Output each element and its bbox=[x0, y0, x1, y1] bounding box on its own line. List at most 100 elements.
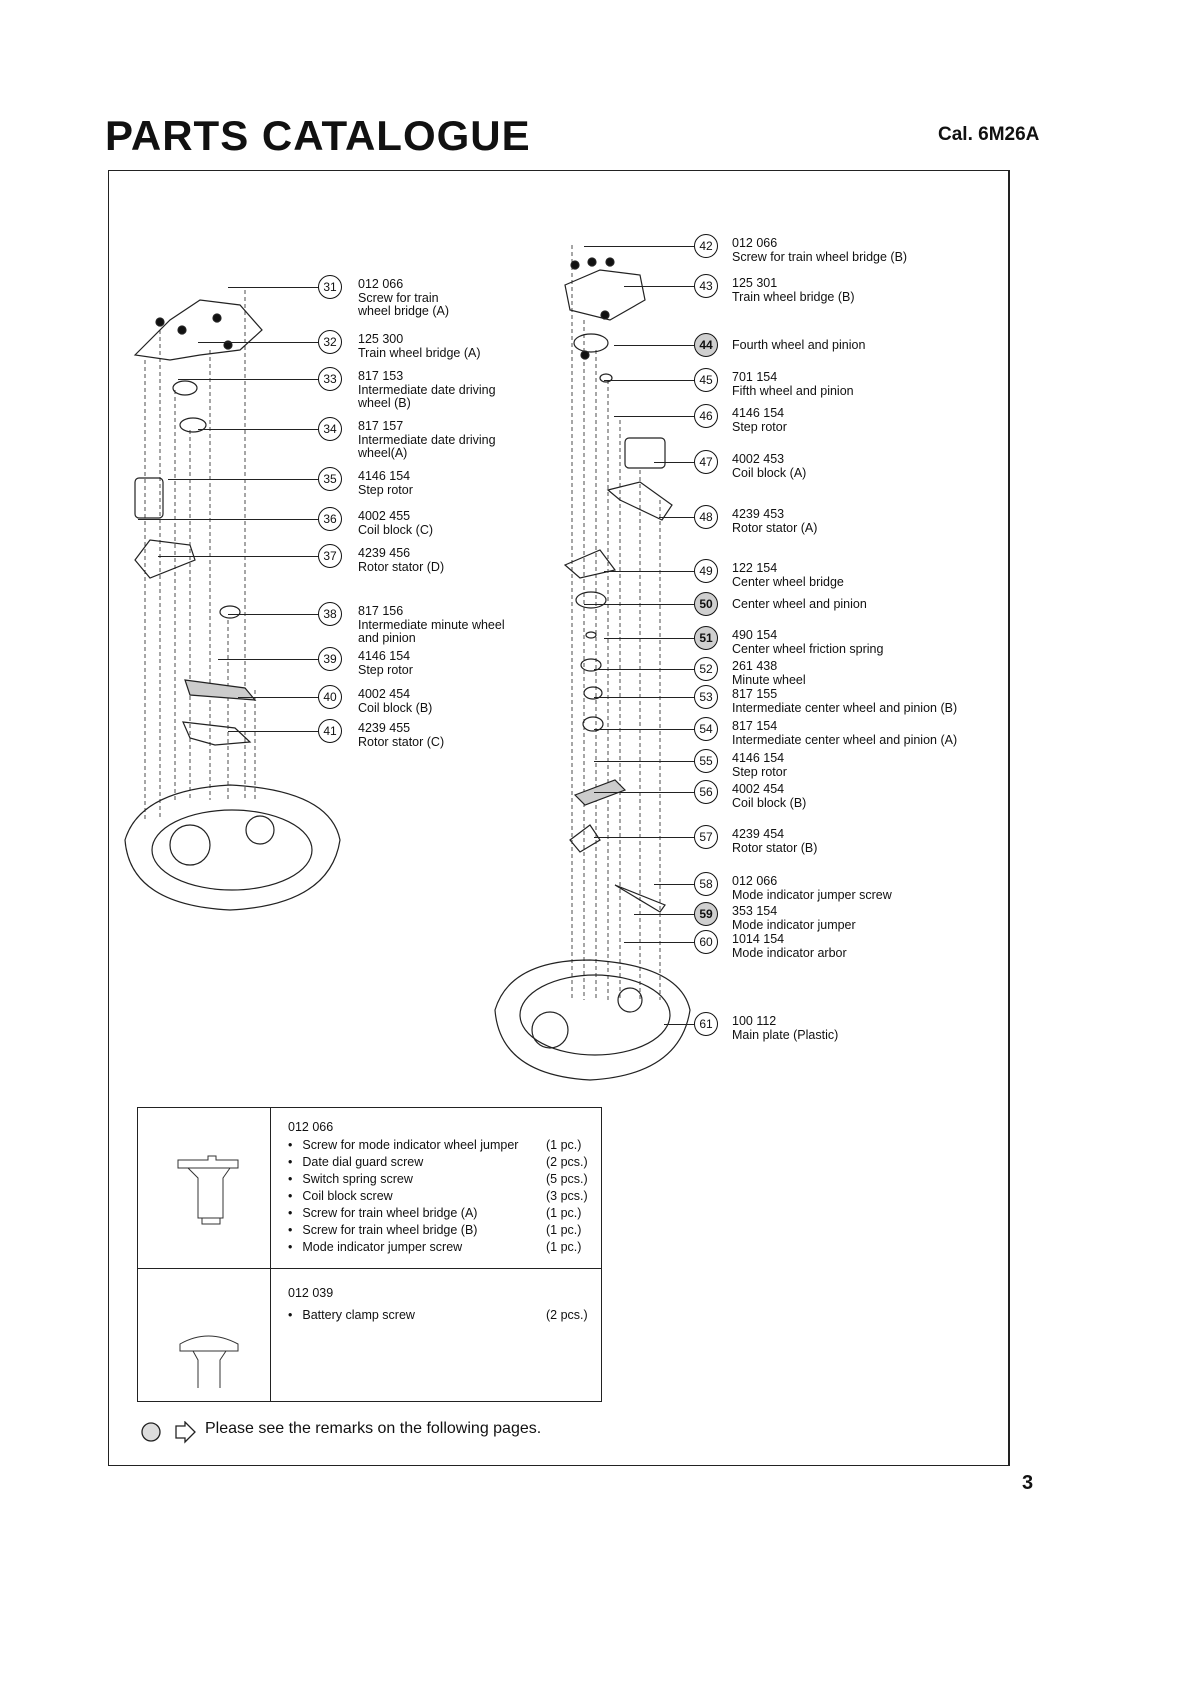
screw-usage: •Screw for train wheel bridge (B) bbox=[288, 1223, 477, 1237]
callout-number: 34 bbox=[318, 417, 342, 441]
leader-line bbox=[634, 914, 694, 915]
leader-line bbox=[614, 416, 694, 417]
usage-name: Switch spring screw bbox=[302, 1172, 413, 1186]
callout-number: 48 bbox=[694, 505, 718, 529]
part-name: Fourth wheel and pinion bbox=[732, 338, 866, 352]
callout-number: 55 bbox=[694, 749, 718, 773]
usage-name: Coil block screw bbox=[302, 1189, 393, 1203]
part-code: 817 156 bbox=[358, 604, 404, 618]
callout-number: 32 bbox=[318, 330, 342, 354]
callout-number: 38 bbox=[318, 602, 342, 626]
part-name: Coil block (B) bbox=[358, 700, 433, 715]
part-code: 012 066 bbox=[732, 236, 778, 250]
part-code: 4239 455 bbox=[358, 721, 411, 735]
usage-name: Date dial guard screw bbox=[302, 1155, 424, 1169]
part-name: Coil block (A) bbox=[732, 465, 807, 480]
calibre-label: Cal. 6M26A bbox=[938, 124, 1040, 145]
callout-number: 44 bbox=[694, 333, 718, 357]
callout-number: 31 bbox=[318, 275, 342, 299]
part-name: Coil block (C) bbox=[358, 522, 434, 537]
bullet: • bbox=[288, 1223, 293, 1237]
leader-line bbox=[594, 792, 694, 793]
part-name: Mode indicator arbor bbox=[732, 945, 847, 960]
part-code: 4239 456 bbox=[358, 546, 411, 560]
part-code: 4146 154 bbox=[358, 469, 411, 483]
leader-line bbox=[238, 697, 318, 698]
part-name: wheel bridge (A) bbox=[358, 304, 450, 318]
bullet: • bbox=[288, 1172, 293, 1186]
usage-quantity: (1 pc.) bbox=[546, 1223, 582, 1237]
bullet: • bbox=[288, 1240, 293, 1254]
part-code: 4239 454 bbox=[732, 827, 785, 841]
part-name: Intermediate date driving bbox=[358, 432, 496, 447]
remark-note: Please see the remarks on the following … bbox=[205, 1420, 542, 1437]
part-code: 4002 455 bbox=[358, 509, 411, 523]
callout-number: 57 bbox=[694, 825, 718, 849]
callout-number: 43 bbox=[694, 274, 718, 298]
part-name: Train wheel bridge (B) bbox=[732, 289, 855, 304]
usage-name: Battery clamp screw bbox=[302, 1308, 415, 1322]
callout-number: 51 bbox=[694, 626, 718, 650]
callout-number: 49 bbox=[694, 559, 718, 583]
part-code: 817 153 bbox=[358, 369, 404, 383]
screw-usage: •Mode indicator jumper screw bbox=[288, 1240, 462, 1254]
leader-line bbox=[218, 659, 318, 660]
usage-quantity: (2 pcs.) bbox=[546, 1308, 588, 1322]
part-code: 100 112 bbox=[732, 1014, 777, 1028]
part-name: Rotor stator (A) bbox=[732, 520, 818, 535]
bullet: • bbox=[288, 1189, 293, 1203]
screw-usage: •Screw for train wheel bridge (A) bbox=[288, 1206, 477, 1220]
remark-circle-icon bbox=[141, 1422, 161, 1442]
usage-name: Screw for mode indicator wheel jumper bbox=[302, 1138, 519, 1152]
leader-line bbox=[228, 614, 318, 615]
part-name: and pinion bbox=[358, 631, 416, 645]
part-name: Center wheel and pinion bbox=[732, 597, 867, 611]
part-name: Minute wheel bbox=[732, 672, 806, 687]
usage-quantity: (5 pcs.) bbox=[546, 1172, 588, 1186]
part-code: 125 300 bbox=[358, 332, 404, 346]
usage-quantity: (1 pc.) bbox=[546, 1240, 582, 1254]
part-code: 4002 453 bbox=[732, 452, 785, 466]
callout-number: 36 bbox=[318, 507, 342, 531]
screw-code: 012 066 bbox=[288, 1120, 334, 1134]
usage-quantity: (2 pcs.) bbox=[546, 1155, 588, 1169]
leader-line bbox=[594, 837, 694, 838]
screw-code: 012 039 bbox=[288, 1286, 334, 1300]
leader-line bbox=[178, 379, 318, 380]
part-code: 4002 454 bbox=[358, 687, 411, 701]
leader-line bbox=[584, 604, 694, 605]
part-code: 4239 453 bbox=[732, 507, 785, 521]
table-divider bbox=[138, 1268, 601, 1269]
diagram-frame bbox=[108, 170, 1010, 1466]
part-code: 353 154 bbox=[732, 904, 778, 918]
part-code: 125 301 bbox=[732, 276, 778, 290]
leader-line bbox=[158, 556, 318, 557]
leader-line bbox=[584, 246, 694, 247]
part-code: 490 154 bbox=[732, 628, 778, 642]
part-name: Step rotor bbox=[732, 764, 787, 779]
part-code: 261 438 bbox=[732, 659, 778, 673]
leader-line bbox=[228, 731, 318, 732]
screw-usage: •Screw for mode indicator wheel jumper bbox=[288, 1138, 518, 1152]
callout-number: 58 bbox=[694, 872, 718, 896]
callout-number: 60 bbox=[694, 930, 718, 954]
callout-number: 42 bbox=[694, 234, 718, 258]
screw-usage: •Battery clamp screw bbox=[288, 1308, 415, 1322]
part-code: 012 066 bbox=[358, 277, 404, 291]
screw-table: 012 066•Screw for mode indicator wheel j… bbox=[137, 1107, 602, 1402]
